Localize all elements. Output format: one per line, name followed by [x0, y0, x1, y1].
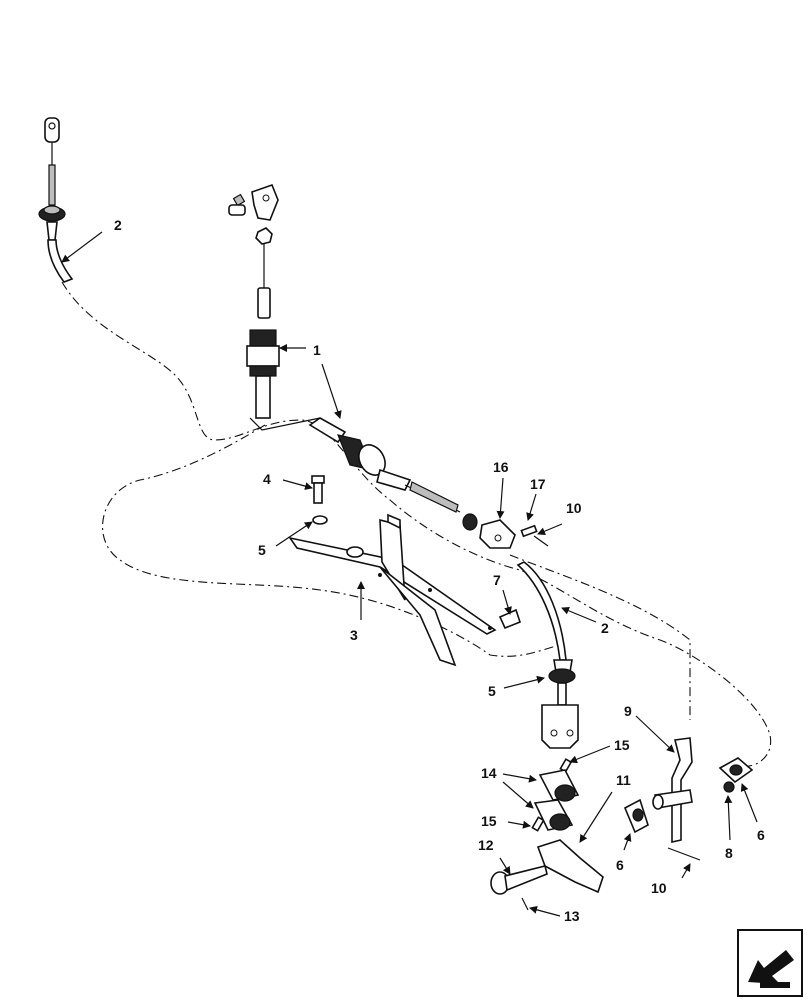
callout-6-right: 6: [757, 827, 765, 843]
callout-8: 8: [725, 845, 733, 861]
callout-5-upper: 5: [258, 542, 266, 558]
callout-leader-lines: [61, 231, 758, 917]
lever-bracket: [536, 839, 604, 894]
callout-12: 12: [478, 837, 494, 853]
callout-labels: 1 2 2 3 4 5 5 6 6 7 8 9 10 10 11 12 13 1…: [114, 217, 765, 924]
cable-routing-lines: [61, 281, 772, 767]
callout-5-lower: 5: [488, 683, 496, 699]
callout-15-upper: 15: [614, 737, 630, 753]
clevis-pin: [490, 865, 548, 911]
callout-17: 17: [530, 476, 546, 492]
flange-bearing-left: [623, 798, 649, 834]
cable-threaded-end: [308, 417, 478, 531]
callout-11: 11: [616, 772, 631, 788]
callout-10-upper: 10: [566, 500, 582, 516]
callout-9: 9: [624, 703, 632, 719]
callout-6-left: 6: [616, 857, 624, 873]
upper-cable-end: [38, 117, 74, 283]
callout-2-upper: 2: [114, 217, 122, 233]
previous-page-button[interactable]: [737, 929, 803, 997]
callout-15-lower: 15: [481, 813, 497, 829]
callout-7: 7: [493, 572, 501, 588]
callout-14: 14: [481, 765, 497, 781]
roll-pin-lower: [531, 816, 545, 832]
control-cable-assembly: [228, 183, 321, 431]
bolt-and-washer: [311, 475, 328, 525]
callout-1: 1: [313, 342, 321, 358]
callout-2-lower: 2: [601, 620, 609, 636]
callout-10-lower: 10: [651, 880, 667, 896]
callout-13: 13: [564, 908, 580, 924]
shift-lever: [652, 737, 701, 861]
callout-3: 3: [350, 627, 358, 643]
callout-4: 4: [263, 471, 271, 487]
lower-cable-end: [516, 561, 579, 749]
callout-16: 16: [493, 459, 509, 475]
flange-bearing-right: [718, 757, 754, 793]
clevis-and-pin: [479, 519, 549, 549]
coupler-sleeves: [533, 769, 580, 831]
mounting-bracket: [288, 513, 521, 667]
previous-page-arrow-icon: [748, 950, 794, 988]
